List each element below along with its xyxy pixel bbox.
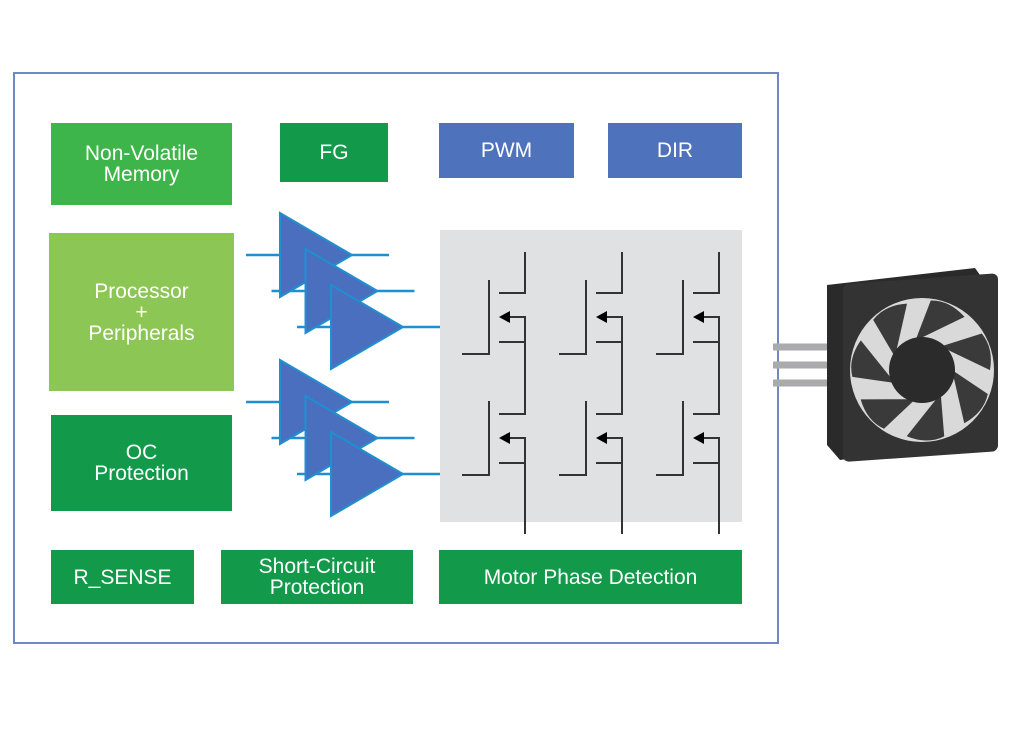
fan-blade [906,393,945,441]
dir-label: DIR [656,139,694,162]
fg-label: FG [319,141,349,164]
processor-label-1: Processor [94,279,189,303]
fan-blade [860,399,916,429]
mosfet-arrow-icon [693,311,704,323]
mosfet-icon [656,252,720,413]
fan-blade [851,340,895,384]
dir-block: DIR [608,123,742,178]
mosfet-arrow-icon [499,311,510,323]
fan-wire [773,343,829,351]
mosfet-arrow-icon [693,432,704,444]
oc-label-1: OC [125,441,158,464]
gate-driver-triangle-icon [330,430,405,518]
fan-hub [889,337,955,403]
mosfet-arrow-icon [499,432,510,444]
controller-ic-boundary [13,72,779,644]
r-sense-label: R_SENSE [73,565,172,589]
fan-wire [773,379,829,387]
r-sense-block: R_SENSE [51,550,194,604]
mosfet-icon [559,373,623,534]
mosfet-icon [656,373,720,534]
nvm-label-1: Non-Volatile [84,142,199,165]
fg-block: FG [280,123,388,182]
scp-label-2: Protection [269,576,365,599]
pwm-label: PWM [480,139,533,162]
mpd-label: Motor Phase Detection [483,565,698,589]
mosfet-icon [462,373,526,534]
fan-wire [773,361,829,369]
h-bridge-area [440,230,742,522]
nvm-label-2: Memory [103,163,180,186]
mosfet-arrow-icon [596,311,607,323]
pwm-block: PWM [439,123,574,178]
oc-label-2: Protection [94,462,189,485]
fan-blade [915,300,965,341]
processor-peripherals-block: Processor+Peripherals [49,233,234,391]
mosfet-icon [462,252,526,413]
fan-blade [940,333,991,371]
mosfet-arrow-icon [596,432,607,444]
mosfet-icon [559,252,623,413]
scp-label-1: Short-Circuit [258,555,376,578]
motor-phase-detection-block: Motor Phase Detection [439,550,742,604]
fan-blade [873,303,908,357]
fan-blade [952,370,988,424]
processor-label-3: Peripherals [88,321,195,345]
processor-label-2: + [135,300,148,324]
gate-driver-triangle-icon [330,283,405,371]
